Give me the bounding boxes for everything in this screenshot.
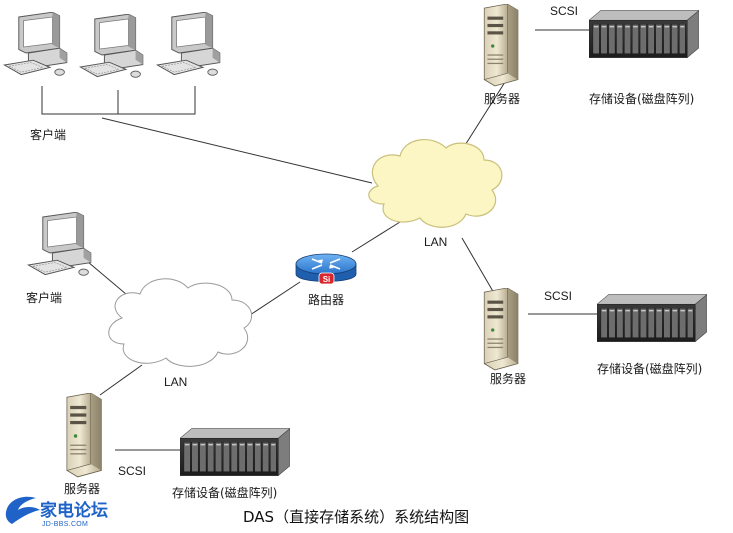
client-pc-icon-3 xyxy=(156,12,221,76)
scsi-bottom-label: SCSI xyxy=(118,464,146,478)
lan-cloud-main xyxy=(368,139,503,228)
lan-main-label: LAN xyxy=(424,235,447,249)
router-badge-text: Si xyxy=(323,275,331,284)
lan-cloud-left xyxy=(108,278,253,367)
server-icon-bottom xyxy=(66,393,102,478)
router-badge-box xyxy=(318,272,335,285)
lan-left-label: LAN xyxy=(164,375,187,389)
storage-bottom-label: 存储设备(磁盘阵列) xyxy=(172,485,277,500)
watermark-swoosh-icon xyxy=(5,496,41,524)
client-pc-icon-2 xyxy=(79,14,144,78)
server-top-to-lan-line xyxy=(461,81,506,151)
server-icon-top xyxy=(483,4,519,87)
router-label: 路由器 xyxy=(308,292,344,307)
diagram-title: DAS（直接存储系统）系统结构图 xyxy=(243,508,469,526)
client-pc-icon-1 xyxy=(3,12,68,76)
clients-to-lan-line xyxy=(101,117,373,184)
watermark-logo: 家电论坛 JD-BBS.COM xyxy=(5,496,108,528)
router-to-left-lan-line xyxy=(249,281,301,316)
router-to-lan-line xyxy=(351,221,401,253)
disk-array-icon-bottom xyxy=(180,428,290,477)
scsi-mid-label: SCSI xyxy=(544,289,572,303)
disk-array-icon-mid xyxy=(597,294,707,343)
client-pc-icon-left xyxy=(27,212,92,276)
left-lan-to-server-bottom-line xyxy=(99,364,143,396)
server-bottom-label: 服务器 xyxy=(64,481,100,496)
scsi-top-label: SCSI xyxy=(550,4,578,18)
client-top-label: 客户端 xyxy=(30,127,66,142)
lan-to-server-mid-line xyxy=(461,237,499,301)
watermark-name: 家电论坛 xyxy=(40,500,108,521)
router-icon: Si xyxy=(295,253,357,285)
disk-array-icon-top xyxy=(589,10,699,59)
server-mid-label: 服务器 xyxy=(490,371,526,386)
server-top-label: 服务器 xyxy=(484,91,520,106)
watermark-url: JD-BBS.COM xyxy=(42,521,88,528)
server-icon-mid xyxy=(483,288,519,371)
client-left-label: 客户端 xyxy=(26,290,62,305)
storage-mid-label: 存储设备(磁盘阵列) xyxy=(597,361,702,376)
storage-top-label: 存储设备(磁盘阵列) xyxy=(589,91,694,106)
